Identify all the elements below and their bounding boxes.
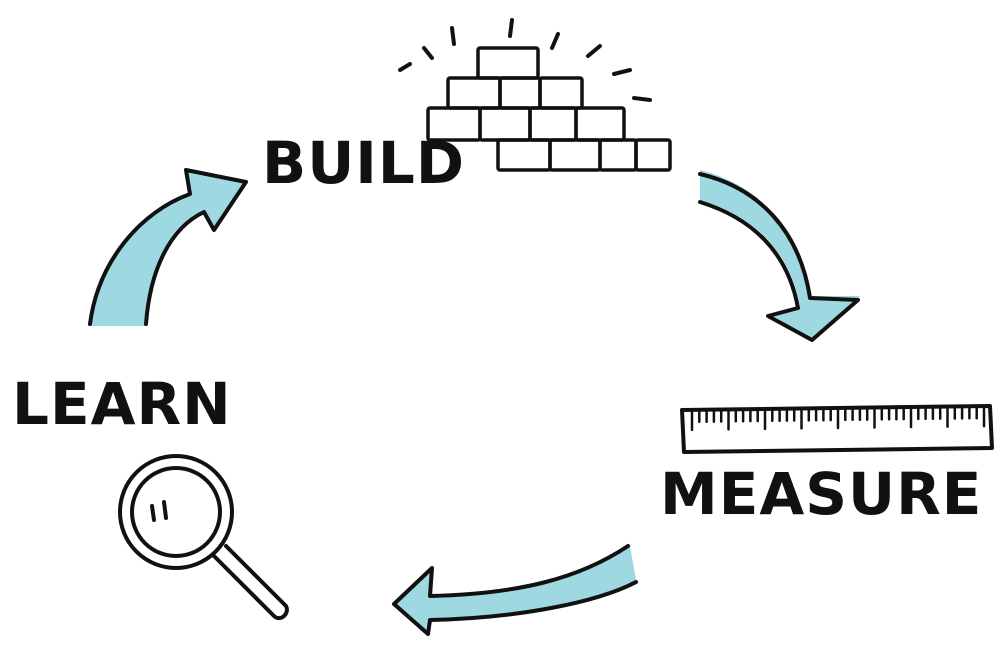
ruler-body — [680, 404, 994, 454]
arrow-measure-to-learn — [392, 544, 638, 636]
stage-label-learn: LEARN — [12, 370, 232, 438]
bricks — [426, 46, 672, 172]
arrow-learn-to-build-outline — [88, 168, 248, 326]
sparkle-lines — [398, 18, 652, 102]
lens-inner-rim — [130, 466, 222, 558]
arrow-measure-to-learn-fill — [392, 546, 636, 636]
ruler-icon — [680, 404, 994, 454]
ruler-ticks — [690, 406, 986, 432]
stage-label-measure: MEASURE — [660, 460, 982, 528]
handle — [212, 544, 289, 621]
arrow-measure-to-learn-outline — [392, 544, 638, 636]
lens-outer-rim — [118, 454, 234, 570]
arrow-build-to-measure-outline — [698, 172, 860, 342]
arrow-learn-to-build-fill — [88, 168, 248, 326]
magnifying-glass-icon — [118, 454, 289, 621]
lens-glint — [150, 504, 156, 522]
arrow-build-to-measure — [698, 170, 860, 342]
lens-glint — [162, 500, 168, 520]
arrow-learn-to-build — [88, 168, 248, 326]
brick-wall-icon — [398, 18, 672, 172]
